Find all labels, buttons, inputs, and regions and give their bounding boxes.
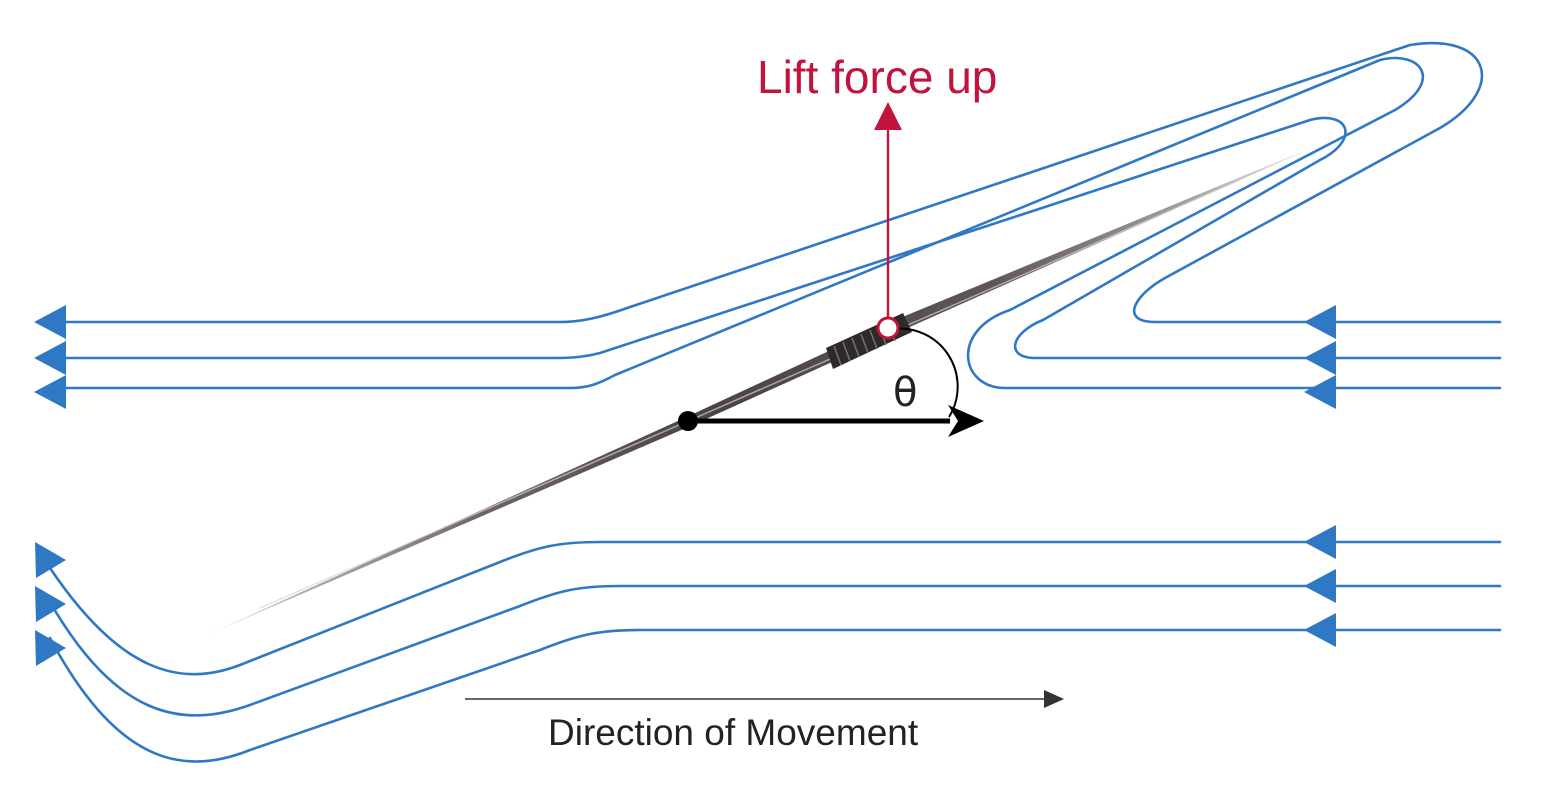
upper-streamlines: [60, 41, 1502, 390]
streamline-lower-top: [48, 540, 1502, 676]
streamline-arrowheads: [34, 305, 1336, 666]
center-of-pressure-icon: [876, 316, 900, 340]
direction-arrow: [465, 690, 1064, 708]
center-of-mass-dot: [678, 411, 698, 431]
javelin-highlight: [259, 179, 1241, 609]
triangle-arrow-icon: [1304, 305, 1336, 339]
lift-force-arrow: [874, 102, 902, 340]
triangle-arrow-icon: [34, 305, 66, 339]
streamline-upper-inner: [60, 56, 1502, 390]
direction-arrowhead-icon: [1044, 690, 1064, 708]
triangle-arrow-icon: [1304, 341, 1336, 375]
angle-arc: [891, 327, 959, 418]
streamline-upper-middle: [60, 116, 1502, 360]
direction-label: Direction of Movement: [548, 712, 919, 753]
angle-label: θ: [893, 370, 917, 416]
triangle-arrow-icon: [35, 630, 66, 666]
triangle-arrow-icon: [1304, 613, 1336, 647]
lift-force-label: Lift force up: [757, 51, 997, 103]
triangle-arrow-icon: [1304, 375, 1336, 409]
triangle-arrow-icon: [34, 375, 66, 409]
triangle-arrow-icon: [35, 542, 66, 578]
streamline-lower-middle: [48, 584, 1502, 717]
lower-streamlines: [48, 540, 1502, 763]
triangle-arrow-icon: [1304, 525, 1336, 559]
streamline-lower-bottom: [48, 628, 1502, 763]
velocity-arrow: [678, 405, 984, 437]
triangle-arrow-icon: [34, 341, 66, 375]
streamline-upper-outer: [60, 41, 1502, 324]
triangle-arrow-icon: [35, 586, 66, 622]
velocity-arrowhead-icon: [948, 405, 984, 437]
lift-arrowhead-icon: [874, 102, 902, 130]
triangle-arrow-icon: [1304, 569, 1336, 603]
